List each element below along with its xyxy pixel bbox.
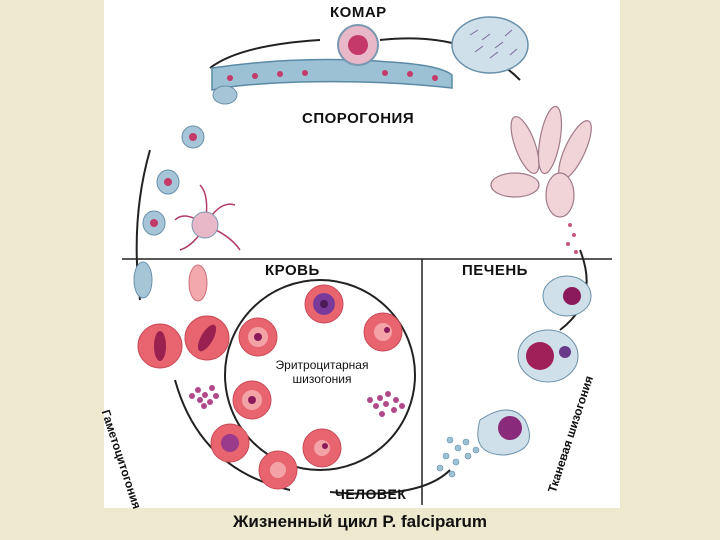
label-blood: КРОВЬ [265, 262, 320, 279]
merozoite-cluster-right [367, 391, 405, 417]
erythro-line1: Эритроцитарная [270, 358, 374, 372]
rbc-left [138, 316, 229, 368]
ookinete-chain [143, 86, 237, 235]
label-sporogony: СПОРОГОНИЯ [302, 110, 414, 127]
midgut-wall [212, 60, 452, 90]
gametocyte-left [134, 262, 152, 298]
caption: Жизненный цикл P. falciparum [0, 512, 720, 532]
label-liver: ПЕЧЕНЬ [462, 262, 528, 279]
merozoite-cluster-left [189, 385, 219, 409]
salivary-gland [491, 105, 598, 217]
liver-merozoites [437, 437, 479, 477]
gametocyte-right [189, 265, 207, 301]
microgametocyte [192, 212, 218, 238]
rbc-ring [211, 285, 402, 489]
erythro-line2: шизогония [270, 372, 374, 386]
label-erythrocytic-schizogony: Эритроцитарная шизогония [270, 358, 374, 386]
sporozoite-sac [452, 17, 528, 73]
label-human: ЧЕЛОВЕК [335, 486, 406, 502]
label-mosquito: КОМАР [330, 4, 387, 21]
gland-sporozoite-trail [566, 223, 578, 254]
oocyst-core [348, 35, 368, 55]
